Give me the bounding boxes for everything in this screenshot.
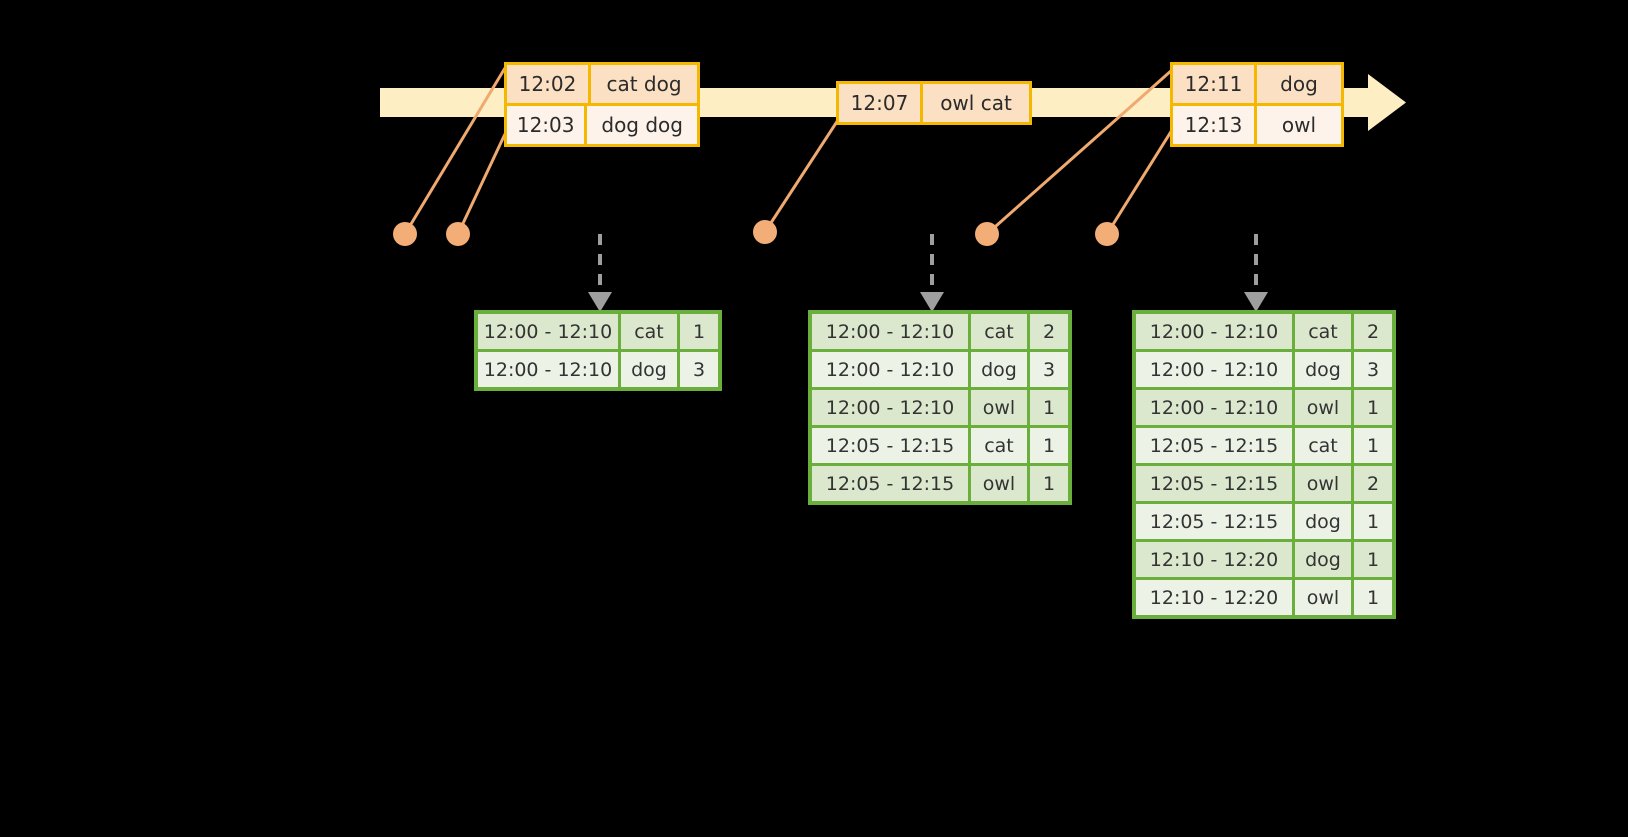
event-text: dog [1257,65,1341,103]
table-row: 12:05 - 12:15 cat 1 [1136,428,1392,463]
cell-key: owl [1295,466,1351,501]
event-group-1: 12:02 cat dog 12:03 dog dog [504,62,700,147]
cell-key: owl [971,390,1027,425]
cell-count: 2 [1354,466,1392,501]
cell-key: cat [971,314,1027,349]
connector-dot-1 [393,222,417,246]
table-row: 12:05 - 12:15 owl 2 [1136,466,1392,501]
table-row: 12:00 - 12:10 cat 2 [1136,314,1392,349]
table-row: 12:10 - 12:20 owl 1 [1136,580,1392,615]
cell-count: 3 [1354,352,1392,387]
event-time: 12:11 [1173,65,1257,103]
table-row: 12:05 - 12:15 owl 1 [812,466,1068,501]
cell-count: 3 [680,352,718,387]
cell-key: cat [971,428,1027,463]
cell-count: 1 [1030,466,1068,501]
connector-line-2 [456,133,507,235]
event-time: 12:07 [839,84,923,122]
result-table-1: 12:00 - 12:10 cat 1 12:00 - 12:10 dog 3 [474,310,722,391]
cell-key: dog [621,352,677,387]
cell-window: 12:00 - 12:10 [478,352,618,387]
event-row: 12:07 owl cat [839,84,1029,122]
result-table-2: 12:00 - 12:10 cat 2 12:00 - 12:10 dog 3 … [808,310,1072,505]
cell-window: 12:10 - 12:20 [1136,542,1292,577]
event-row: 12:13 owl [1173,103,1341,144]
cell-count: 1 [1354,580,1392,615]
event-row: 12:02 cat dog [507,65,697,103]
cell-key: cat [621,314,677,349]
connector-line-3 [763,119,840,233]
cell-count: 3 [1030,352,1068,387]
table-row: 12:00 - 12:10 cat 1 [478,314,718,349]
cell-count: 1 [1030,390,1068,425]
emit-arrowheads [588,292,1268,312]
cell-window: 12:00 - 12:10 [1136,352,1292,387]
connector-line-1 [403,67,507,235]
event-text: owl cat [923,84,1029,122]
event-time: 12:02 [507,65,591,103]
cell-count: 1 [1354,390,1392,425]
cell-count: 1 [1354,428,1392,463]
event-group-3: 12:11 dog 12:13 owl [1170,62,1344,147]
table-row: 12:10 - 12:20 dog 1 [1136,542,1392,577]
cell-window: 12:00 - 12:10 [812,352,968,387]
emit-arrowhead-1 [588,292,612,312]
cell-count: 1 [1030,428,1068,463]
connector-dot-5 [1095,222,1119,246]
cell-window: 12:05 - 12:15 [1136,504,1292,539]
cell-key: owl [971,466,1027,501]
connector-dot-3 [753,220,777,244]
connector-line-5 [1105,129,1174,235]
connector-dot-2 [446,222,470,246]
table-row: 12:00 - 12:10 owl 1 [1136,390,1392,425]
table-row: 12:05 - 12:15 dog 1 [1136,504,1392,539]
event-text: owl [1257,106,1341,144]
cell-window: 12:05 - 12:15 [812,466,968,501]
event-group-2: 12:07 owl cat [836,81,1032,125]
cell-window: 12:00 - 12:10 [812,314,968,349]
cell-window: 12:05 - 12:15 [1136,466,1292,501]
result-table-3: 12:00 - 12:10 cat 2 12:00 - 12:10 dog 3 … [1132,310,1396,619]
event-time: 12:03 [507,106,588,144]
cell-count: 1 [1354,542,1392,577]
table-row: 12:00 - 12:10 dog 3 [812,352,1068,387]
event-time: 12:13 [1173,106,1257,144]
timeline-arrowhead [1368,74,1406,131]
emit-arrows [598,234,1258,292]
table-row: 12:00 - 12:10 dog 3 [1136,352,1392,387]
event-text: dog dog [587,106,697,144]
cell-window: 12:00 - 12:10 [478,314,618,349]
emit-arrowhead-2 [920,292,944,312]
cell-window: 12:10 - 12:20 [1136,580,1292,615]
cell-window: 12:05 - 12:15 [1136,428,1292,463]
cell-window: 12:00 - 12:10 [812,390,968,425]
table-row: 12:00 - 12:10 owl 1 [812,390,1068,425]
event-row: 12:11 dog [1173,65,1341,103]
cell-key: owl [1295,390,1351,425]
cell-count: 2 [1354,314,1392,349]
event-row: 12:03 dog dog [507,103,697,144]
emit-arrowhead-3 [1244,292,1268,312]
cell-key: cat [1295,314,1351,349]
cell-key: cat [1295,428,1351,463]
cell-count: 2 [1030,314,1068,349]
cell-key: dog [971,352,1027,387]
cell-window: 12:00 - 12:10 [1136,390,1292,425]
cell-key: owl [1295,580,1351,615]
table-row: 12:00 - 12:10 dog 3 [478,352,718,387]
cell-window: 12:05 - 12:15 [812,428,968,463]
cell-count: 1 [680,314,718,349]
table-row: 12:05 - 12:15 cat 1 [812,428,1068,463]
table-row: 12:00 - 12:10 cat 2 [812,314,1068,349]
cell-key: dog [1295,352,1351,387]
cell-window: 12:00 - 12:10 [1136,314,1292,349]
cell-key: dog [1295,542,1351,577]
cell-count: 1 [1354,504,1392,539]
connector-dot-4 [975,222,999,246]
cell-key: dog [1295,504,1351,539]
connector-dots [393,220,1119,246]
event-text: cat dog [591,65,697,103]
